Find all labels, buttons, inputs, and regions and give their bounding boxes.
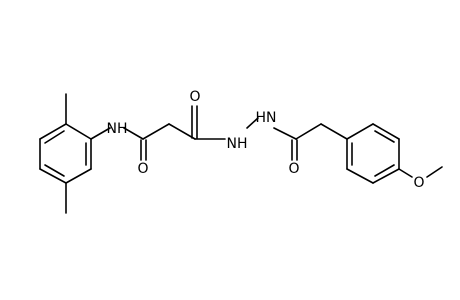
atom-label-o-carbonyl-bottom: O bbox=[288, 161, 299, 177]
bond bbox=[372, 168, 400, 184]
bond bbox=[246, 117, 259, 129]
succinyl-chain bbox=[90, 105, 226, 161]
bond bbox=[320, 123, 348, 140]
bond bbox=[123, 127, 144, 140]
bond bbox=[39, 123, 67, 140]
bond bbox=[346, 168, 374, 184]
bond bbox=[44, 130, 65, 144]
bond bbox=[374, 164, 395, 177]
bond bbox=[65, 168, 92, 184]
atom-label-hn-hydrazide: HN bbox=[256, 110, 277, 126]
dimethylphenyl-ring bbox=[39, 93, 92, 214]
bond bbox=[168, 123, 196, 140]
atom-label-o-methoxy: O bbox=[413, 175, 424, 191]
bond bbox=[142, 123, 170, 140]
bond bbox=[273, 127, 297, 140]
bond bbox=[372, 123, 400, 140]
methoxyphenyl-ring bbox=[346, 123, 443, 184]
bond bbox=[65, 123, 92, 140]
bond bbox=[44, 164, 65, 177]
atom-label-nh-hydrazide: NH bbox=[227, 136, 248, 152]
hydrazide-link bbox=[246, 117, 348, 161]
bond bbox=[346, 123, 374, 140]
bond bbox=[39, 168, 67, 184]
bond bbox=[90, 127, 111, 140]
bond bbox=[295, 123, 322, 140]
atom-label-nh-amide: NH bbox=[107, 121, 128, 137]
atom-label-o-carbonyl-top: O bbox=[189, 89, 200, 105]
atom-label-o-amide: O bbox=[137, 161, 148, 177]
bond bbox=[426, 166, 443, 178]
bond bbox=[374, 130, 395, 143]
bond bbox=[398, 168, 413, 178]
